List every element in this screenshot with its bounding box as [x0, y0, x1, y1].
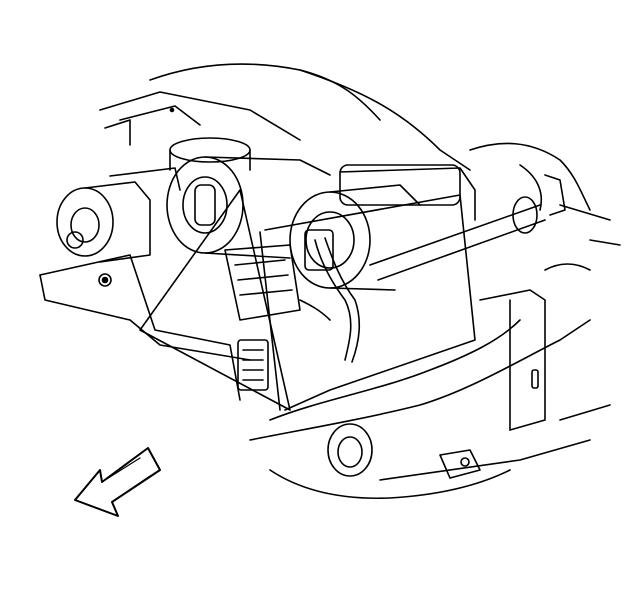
hood-outline	[99, 63, 611, 221]
right-cylinder	[289, 164, 476, 291]
mounting-bracket	[39, 254, 251, 401]
center-cylinder	[166, 137, 331, 259]
frame-rail	[249, 239, 621, 441]
lower-frame	[269, 423, 591, 500]
front-direction-arrow-icon	[74, 447, 161, 517]
wiring-harness	[299, 229, 361, 363]
callout-triangle	[139, 189, 476, 411]
drive-shaft	[369, 164, 566, 281]
left-motor	[56, 167, 181, 263]
control-module	[224, 244, 301, 391]
